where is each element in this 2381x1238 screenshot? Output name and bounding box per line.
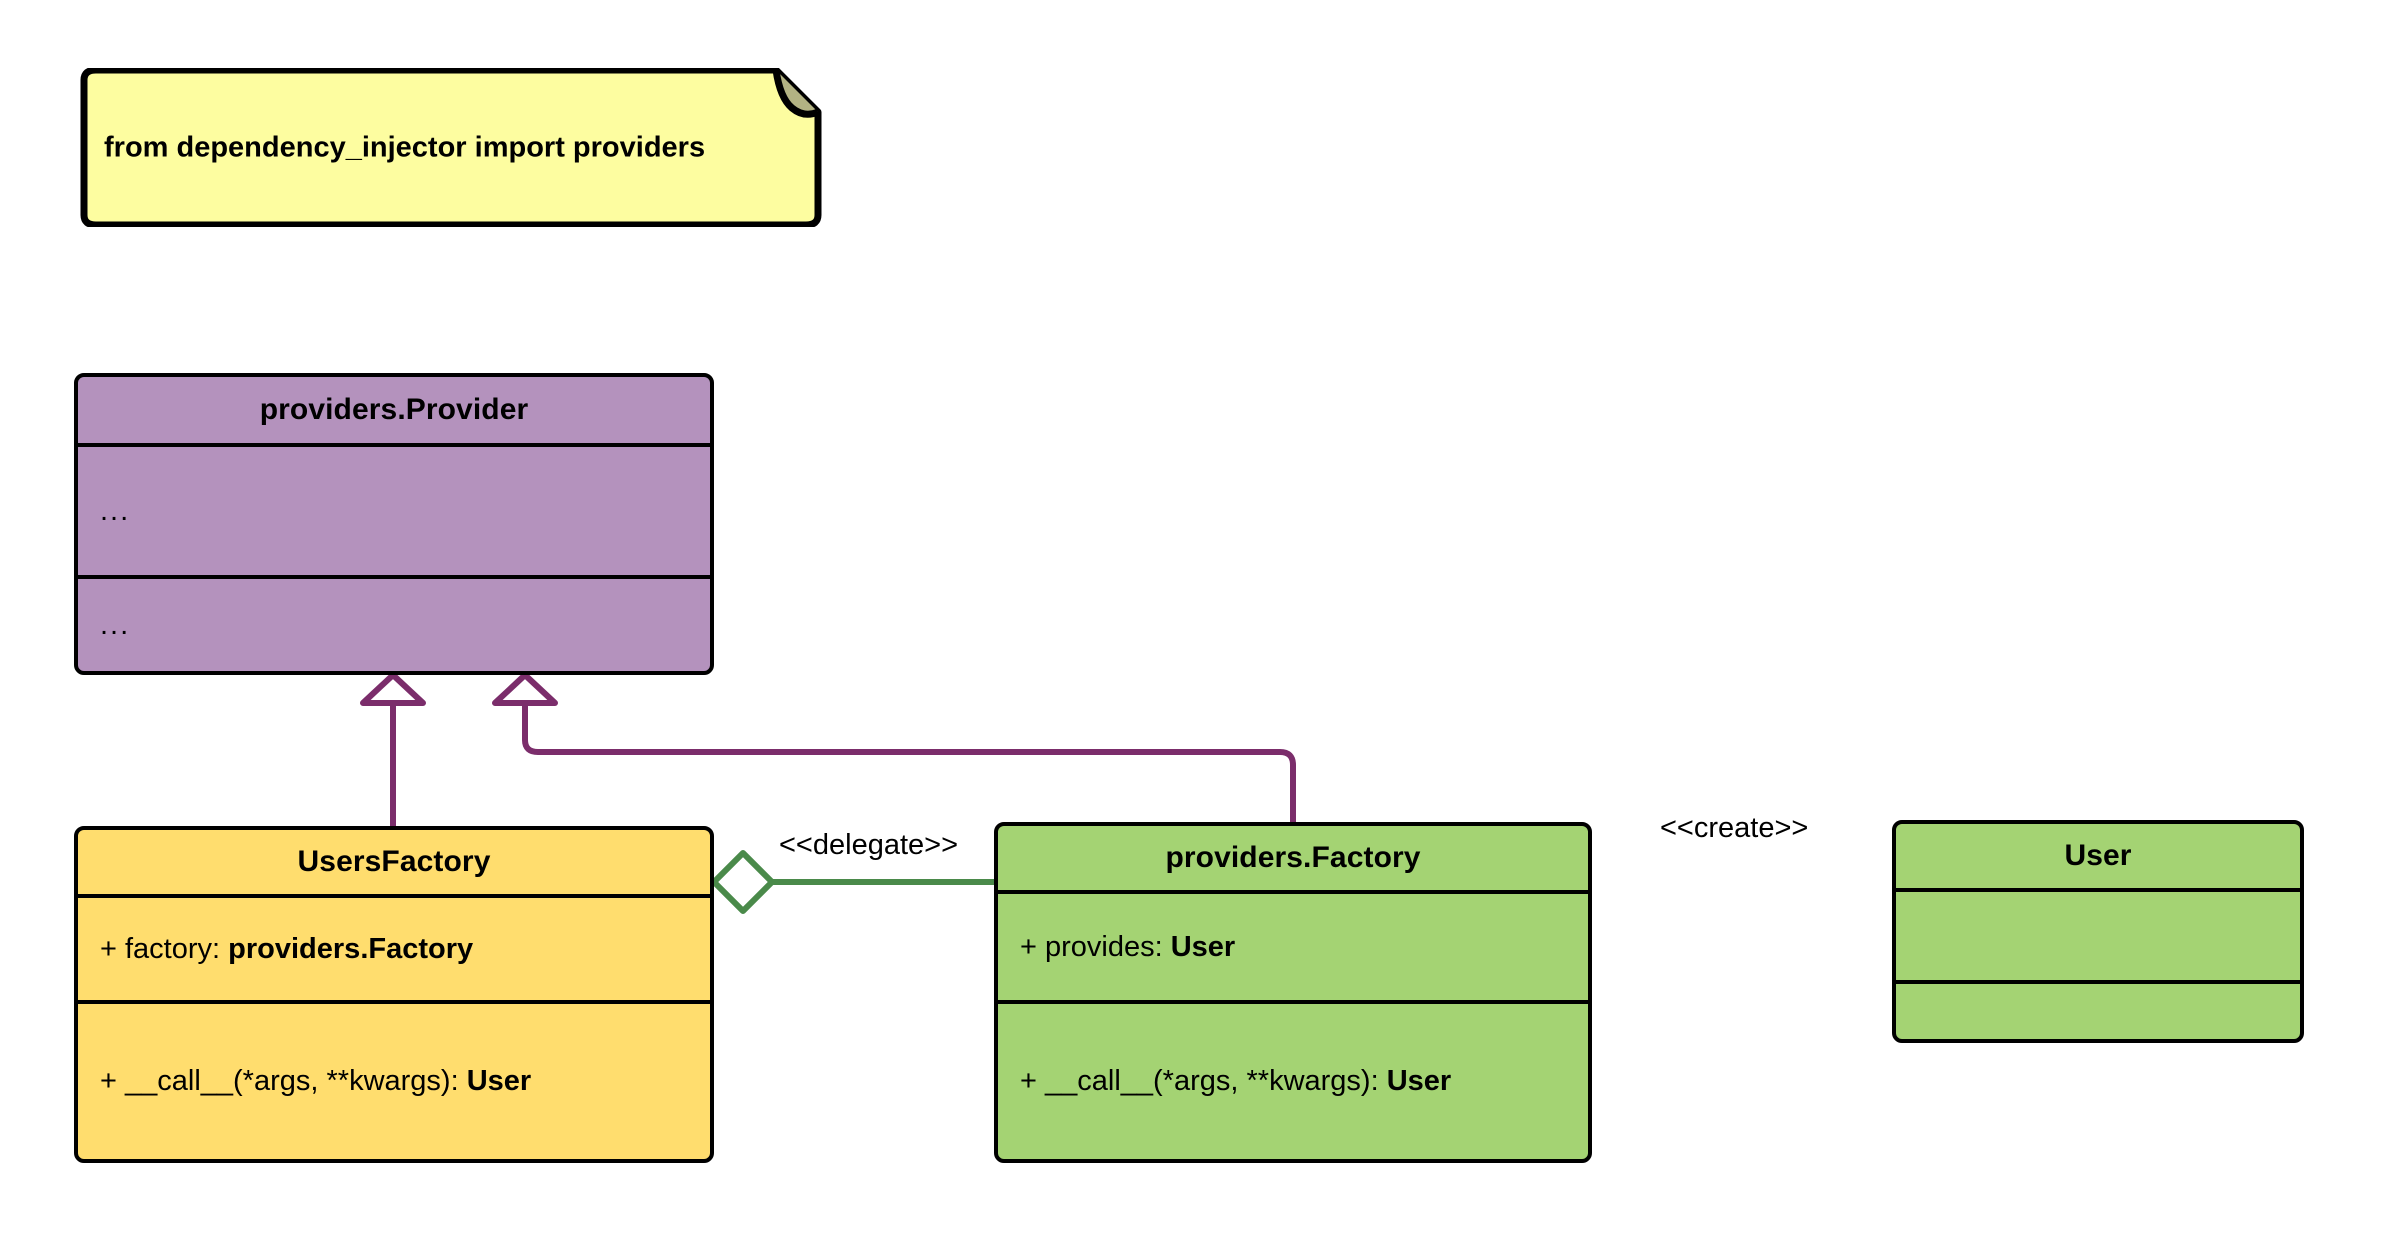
compartment-divider [78,894,710,898]
methods-compartment-providers-factory: + __call__(*args, **kwargs): User [998,1004,1588,1159]
method-ellipsis: ... [100,608,131,641]
attributes-compartment-providers-provider: ... [78,447,710,575]
attribute-visibility: + [1020,930,1037,963]
compartment-divider [78,575,710,579]
note-import: from dependency_injector import provider… [74,66,828,229]
class-providers-provider[interactable]: providers.Provider ... ... [74,373,714,675]
attributes-compartment-users-factory: + factory: providers.Factory [78,898,710,1000]
class-header-providers-provider: providers.Provider [78,377,710,443]
class-users-factory[interactable]: UsersFactory + factory: providers.Factor… [74,826,714,1163]
method-signature: __call__(*args, **kwargs): [125,1065,459,1097]
attribute-name: provides: [1045,930,1163,963]
attribute-name: factory: [125,932,221,965]
attribute-visibility: + [100,932,117,965]
compartment-divider [1896,888,2300,892]
method-return-type: User [1386,1065,1452,1097]
class-providers-factory[interactable]: providers.Factory + provides: User + __c… [994,822,1592,1163]
edge-label-delegate: <<delegate>> [779,829,959,861]
generalization-providersfactory [492,672,1296,822]
method-row: + __call__(*args, **kwargs): User [100,1065,531,1098]
class-header-user: User [1896,824,2300,888]
class-header-providers-factory: providers.Factory [998,826,1588,890]
attribute-type: providers.Factory [228,932,474,965]
methods-compartment-providers-provider: ... [78,579,710,671]
generalization-usersfactory [360,672,426,826]
class-title: providers.Provider [259,393,529,426]
class-user[interactable]: User [1892,820,2304,1043]
method-visibility: + [1020,1065,1037,1097]
compartment-divider [1896,980,2300,984]
note-text: from dependency_injector import provider… [104,131,706,163]
compartment-divider [78,1000,710,1004]
attribute-row: + factory: providers.Factory [100,933,473,966]
attributes-compartment-providers-factory: + provides: User [998,894,1588,1000]
methods-compartment-user [1896,984,2300,1039]
class-title: User [2064,839,2132,872]
method-visibility: + [100,1065,117,1097]
attribute-ellipsis: ... [100,494,131,527]
note-shape [80,66,822,229]
attributes-compartment-user [1896,892,2300,980]
method-signature: __call__(*args, **kwargs): [1045,1065,1379,1097]
compartment-divider [998,1000,1588,1004]
class-title: UsersFactory [297,845,491,878]
compartment-divider [998,890,1588,894]
method-row: + __call__(*args, **kwargs): User [1020,1065,1451,1098]
attribute-row: + provides: User [1020,931,1235,964]
methods-compartment-users-factory: + __call__(*args, **kwargs): User [78,1004,710,1159]
class-title: providers.Factory [1165,841,1421,874]
edge-label-create: <<create>> [1660,812,1809,844]
method-return-type: User [466,1065,532,1097]
class-header-users-factory: UsersFactory [78,830,710,894]
compartment-divider [78,443,710,447]
attribute-type: User [1170,930,1236,963]
